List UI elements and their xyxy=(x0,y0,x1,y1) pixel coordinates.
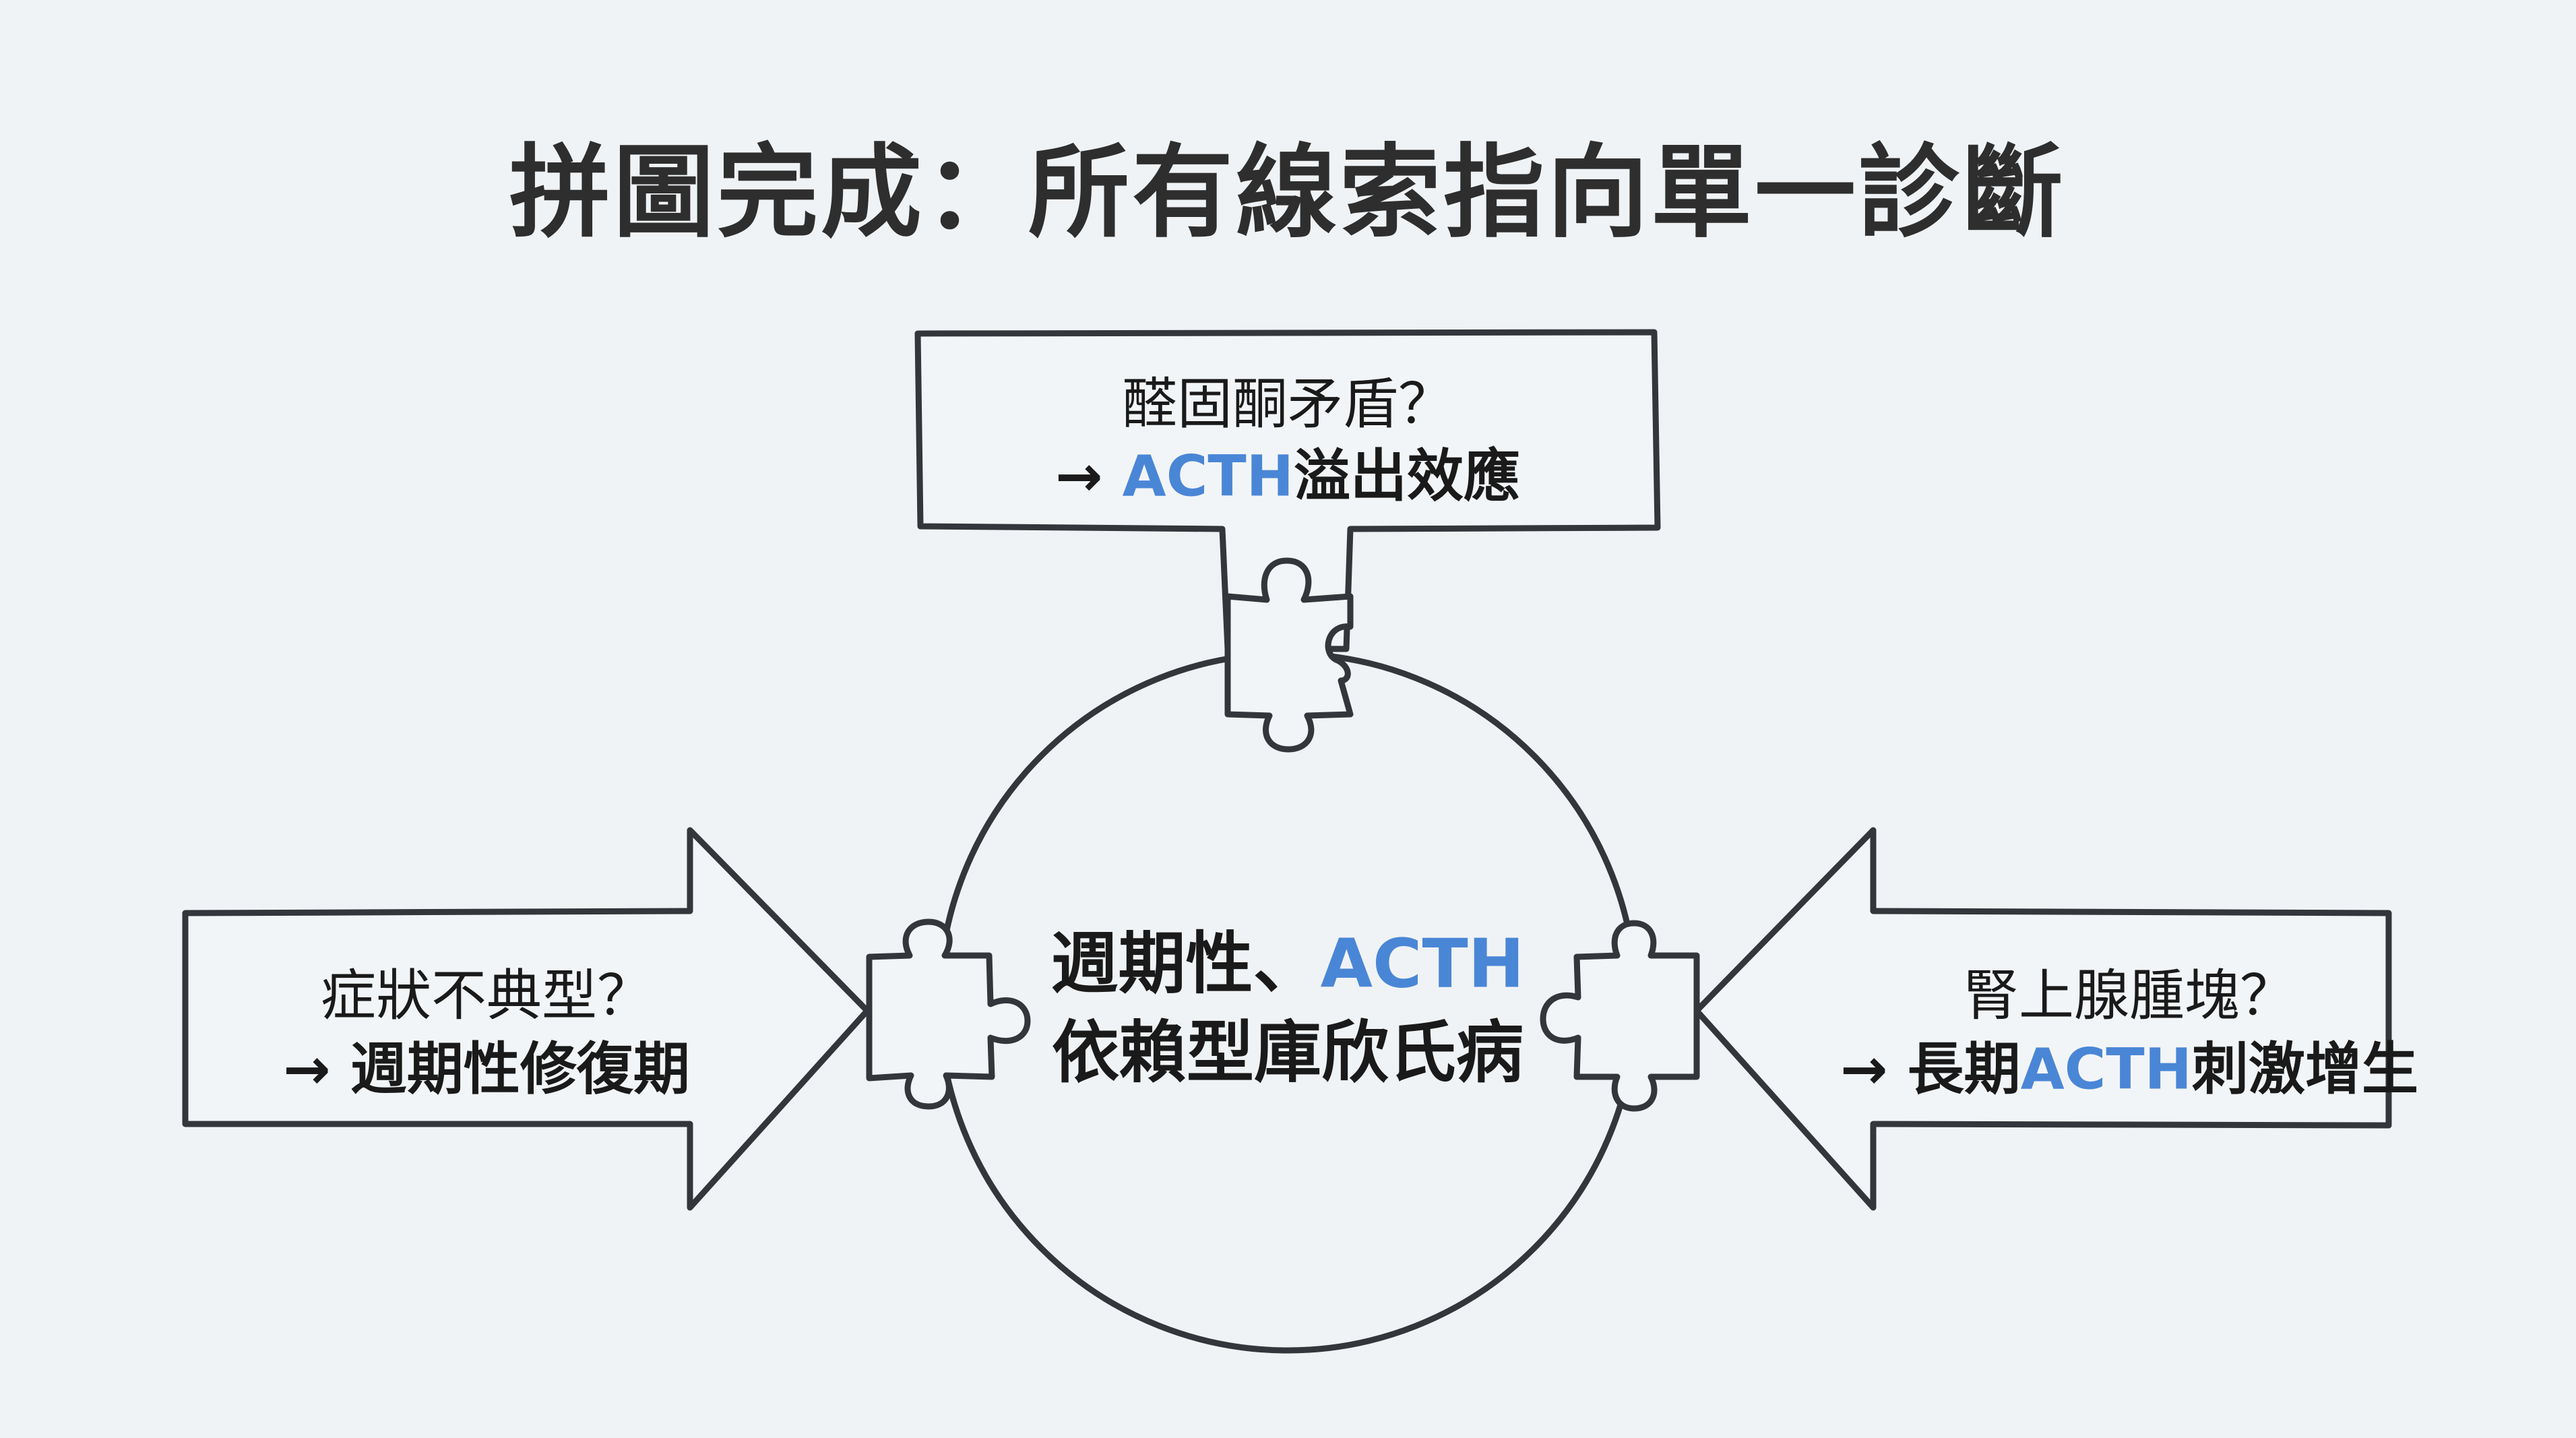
top-clue-question: 醛固酮矛盾？ xyxy=(1121,372,1454,437)
left-puzzle-piece xyxy=(866,918,1031,1110)
diagnosis-line-1: 週期性、ACTH xyxy=(1051,909,1525,1007)
highlight-acth: ACTH xyxy=(2020,1036,2192,1102)
right-clue-answer: → 長期ACTH刺激增生 xyxy=(1840,1024,2418,1106)
arrow-text: → xyxy=(283,1036,350,1102)
diagnosis-text: 週期性、 xyxy=(1050,924,1321,1003)
highlight-acth: ACTH xyxy=(1320,924,1525,1003)
highlight-acth: ACTH xyxy=(1122,443,1294,509)
top-clue-answer: → ACTH溢出效應 xyxy=(1055,431,1520,513)
diagnosis-line-2: 依賴型庫欣氏病 xyxy=(1052,1013,1523,1092)
right-puzzle-piece xyxy=(1540,920,1700,1112)
right-clue-question: 腎上腺腫塊？ xyxy=(1963,964,2296,1028)
top-clue-box xyxy=(914,329,1661,652)
left-clue-question: 症狀不典型？ xyxy=(320,964,653,1028)
top-puzzle-piece xyxy=(1224,557,1354,753)
page-title: 拼圖完成：所有線索指向單一診斷 xyxy=(509,134,2067,252)
left-arrow xyxy=(182,827,871,1211)
left-clue-answer: → 週期性修復期 xyxy=(283,1024,690,1106)
answer-text: 刺激增生 xyxy=(2191,1036,2418,1102)
answer-text: 週期性修復期 xyxy=(350,1036,690,1102)
right-arrow xyxy=(1693,827,2392,1211)
arrow-text: → xyxy=(1840,1036,1908,1102)
arrow-text: → xyxy=(1055,443,1123,509)
answer-pre: 長期 xyxy=(1907,1036,2021,1102)
answer-text: 溢出效應 xyxy=(1293,443,1520,509)
